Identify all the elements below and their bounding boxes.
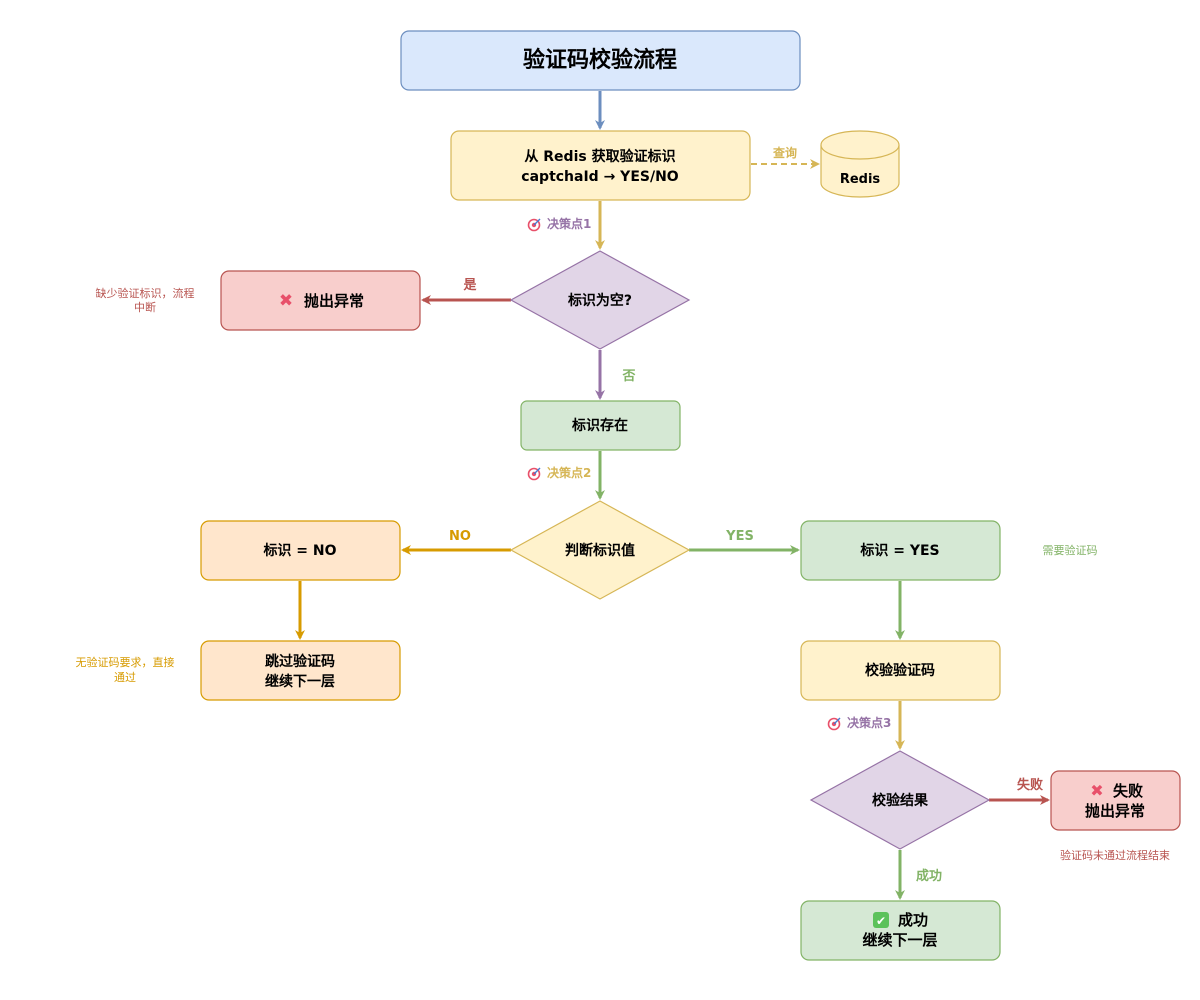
yes-node-label: 标识 = YES bbox=[859, 542, 939, 559]
throw-exception-node: ✖ 抛出异常 bbox=[220, 270, 421, 331]
note-need-captcha: 需要验证码 bbox=[1043, 543, 1098, 557]
fail-line2: 抛出异常 bbox=[1085, 802, 1145, 820]
decision-point-2-label: 决策点2 bbox=[547, 465, 591, 480]
throw-exception-label: 抛出异常 bbox=[304, 292, 364, 310]
check-mark-icon: ✔ bbox=[876, 914, 886, 928]
decision-point-1-label: 决策点1 bbox=[547, 216, 591, 231]
exists-label: 标识存在 bbox=[571, 417, 628, 434]
note-missing-line2: 中断 bbox=[134, 300, 156, 314]
result-decision: 校验结果 bbox=[809, 750, 991, 850]
fetch-line1: 从 Redis 获取验证标识 bbox=[524, 148, 675, 165]
yes-node: 标识 = YES bbox=[800, 520, 1001, 581]
fail-line1: 失败 bbox=[1113, 782, 1143, 800]
edge-label-no: NO bbox=[449, 529, 471, 544]
fail-node: ✖ 失败 抛出异常 bbox=[1050, 770, 1181, 831]
page-title: 验证码校验流程 bbox=[523, 47, 677, 73]
edge-label-no-empty: 否 bbox=[621, 369, 635, 384]
edge-label-success: 成功 bbox=[916, 868, 942, 884]
skip-line2: 继续下一层 bbox=[265, 673, 335, 690]
is-empty-decision: 标识为空? bbox=[509, 250, 691, 350]
is-empty-label: 标识为空? bbox=[567, 292, 632, 309]
success-line2: 继续下一层 bbox=[862, 931, 937, 949]
no-node-label: 标识 = NO bbox=[262, 542, 336, 559]
cross-mark-icon: ✖ bbox=[1090, 781, 1103, 800]
title-node: 验证码校验流程 bbox=[400, 30, 801, 91]
skip-line1: 跳过验证码 bbox=[265, 653, 335, 670]
target-icon bbox=[827, 717, 841, 731]
verify-label: 校验验证码 bbox=[865, 662, 935, 679]
note-missing-line1: 缺少验证标识，流程 bbox=[96, 286, 195, 300]
success-line1: 成功 bbox=[898, 911, 928, 929]
note-no-captcha-line1: 无验证码要求，直接 bbox=[76, 655, 175, 669]
fetch-node: 从 Redis 获取验证标识 captchaId → YES/NO bbox=[450, 130, 751, 201]
check-mark-icon-bg bbox=[873, 912, 889, 928]
decision-point-3: 决策点3 bbox=[827, 715, 891, 731]
skip-node: 跳过验证码 继续下一层 bbox=[200, 640, 401, 701]
redis-cylinder: Redis bbox=[820, 130, 900, 198]
note-no-captcha-line2: 通过 bbox=[114, 671, 136, 684]
edge-label-query: 查询 bbox=[772, 145, 797, 160]
note-fail-end: 验证码未通过流程结束 bbox=[1060, 848, 1170, 862]
redis-label: Redis bbox=[840, 172, 881, 187]
target-icon bbox=[527, 218, 541, 232]
edge-label-yes: YES bbox=[725, 529, 754, 544]
verify-node: 校验验证码 bbox=[800, 640, 1001, 701]
target-icon bbox=[527, 467, 541, 481]
result-label: 校验结果 bbox=[872, 792, 929, 809]
judge-decision: 判断标识值 bbox=[509, 500, 691, 600]
decision-point-1: 决策点1 bbox=[527, 216, 591, 232]
decision-point-2: 决策点2 bbox=[527, 465, 591, 481]
decision-point-3-label: 决策点3 bbox=[847, 715, 891, 730]
edge-label-yes-empty: 是 bbox=[462, 278, 477, 293]
success-node: ✔ 成功 继续下一层 bbox=[800, 900, 1001, 961]
judge-label: 判断标识值 bbox=[565, 542, 635, 559]
cross-mark-icon: ✖ bbox=[279, 291, 293, 311]
edge-label-fail: 失败 bbox=[1017, 777, 1043, 793]
edges bbox=[295, 91, 1050, 900]
exists-node: 标识存在 bbox=[520, 400, 681, 451]
fetch-line2: captchaId → YES/NO bbox=[521, 169, 678, 185]
no-node: 标识 = NO bbox=[200, 520, 401, 581]
